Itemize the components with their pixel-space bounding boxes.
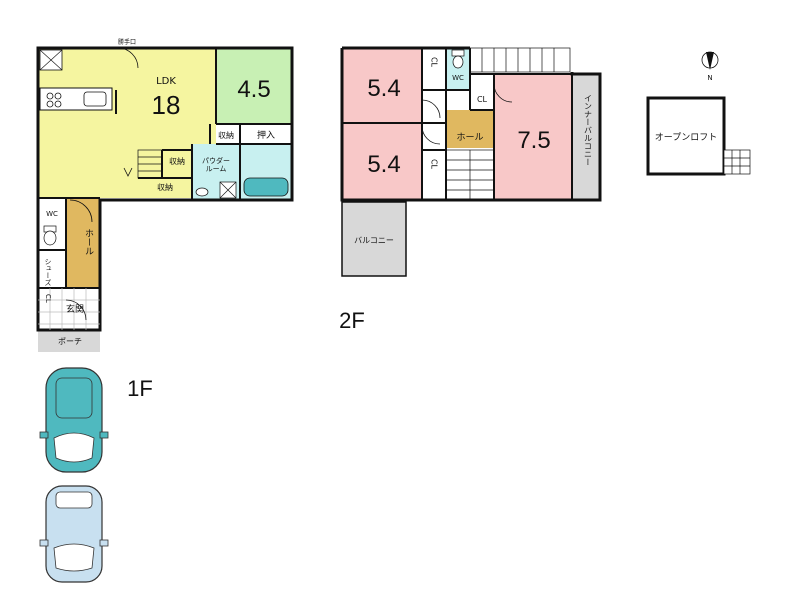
bathtub: [243, 177, 289, 197]
inner-balcony-label: インナーバルコニー: [584, 94, 593, 166]
floor1-plan: 勝手口 LDK 18 4.5 押入 収納 収納 収納 パウダールーム WC ホー…: [36, 38, 294, 401]
wc-label-2f: WC: [452, 74, 464, 82]
compass-north-label: N: [707, 74, 712, 82]
back-door-swing: [117, 47, 139, 69]
bedroom-1-size: 5.4: [367, 75, 400, 102]
washitsu-size: 4.5: [237, 76, 270, 103]
back-door-label: 勝手口: [118, 38, 136, 46]
bedroom-2: [342, 124, 422, 200]
cl-label-1: CL: [430, 57, 439, 68]
storage-label-2: 収納: [169, 156, 185, 166]
cl-label-3: CL: [477, 95, 488, 104]
hall-label-2f: ホール: [456, 132, 483, 143]
entrance-label: 玄関: [66, 303, 84, 315]
floor2-plan: 5.4 5.4 7.5 CL CL CL WC ホール インナーバルコニー バル…: [339, 46, 602, 333]
open-loft-label: オープンロフト: [655, 132, 717, 143]
wc-label-1f: WC: [46, 210, 58, 218]
hall-2f: [446, 110, 494, 148]
porch-label: ポーチ: [58, 337, 82, 346]
floor2-label: 2F: [339, 308, 365, 333]
ldk-room: [38, 48, 216, 198]
bedroom-3: [494, 74, 572, 200]
kitchen-counter: [39, 87, 113, 111]
powder-room-label: パウダールーム: [202, 156, 230, 173]
oshiire-label: 押入: [257, 129, 275, 141]
washitsu-room: [216, 48, 292, 124]
floor1-label: 1F: [127, 376, 153, 401]
bedroom-1: [342, 48, 422, 122]
porch-area: [38, 330, 100, 352]
car-2-icon: [39, 485, 109, 583]
balcony: [342, 202, 406, 276]
cl-label-2: CL: [430, 159, 439, 170]
storage-label-1: 収納: [218, 130, 234, 140]
ldk-size: 18: [152, 90, 181, 120]
entrance-room: [38, 288, 100, 328]
storage-label-3: 収納: [157, 182, 173, 192]
compass-icon: N: [701, 51, 719, 82]
open-loft: オープンロフト: [646, 96, 751, 176]
bedroom-2-size: 5.4: [367, 151, 400, 178]
ldk-label: LDK: [156, 76, 176, 87]
inner-balcony: [572, 74, 600, 200]
bedroom-3-size: 7.5: [517, 127, 550, 154]
hall-1f: [66, 198, 100, 288]
floor1-outer-wall: [36, 46, 294, 332]
hall-label-1f: ホール: [83, 228, 94, 255]
balcony-label: バルコニー: [354, 236, 394, 245]
car-1-icon: [39, 367, 109, 473]
